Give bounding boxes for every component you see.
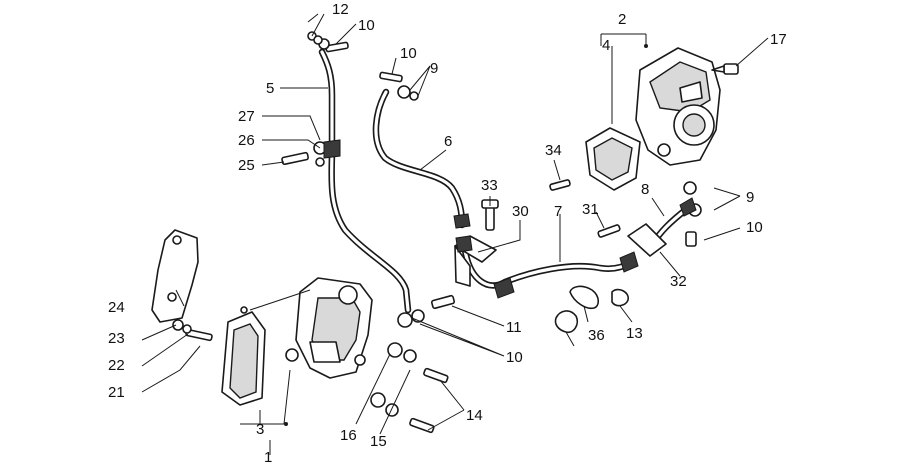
brake-pads-4 <box>585 127 641 191</box>
bolt-25 <box>281 151 309 166</box>
bolt-10-top <box>379 71 403 83</box>
callout-2: 2 <box>618 11 626 28</box>
callout-24: 24 <box>108 299 125 316</box>
callout-26: 26 <box>238 132 255 149</box>
callout-35: 36 <box>588 327 605 344</box>
callout-25: 25 <box>238 157 255 174</box>
bolt-34 <box>549 179 571 191</box>
clip-15 <box>611 288 629 307</box>
brake-hose-5 <box>318 48 412 314</box>
brake-hose-6 <box>372 88 466 229</box>
callout-33: 33 <box>481 177 498 194</box>
leader-lines <box>141 13 769 455</box>
callout-13: 11 <box>506 319 522 336</box>
bolt-31 <box>597 224 621 238</box>
callout-12: 10 <box>358 17 375 34</box>
callout-27: 27 <box>238 108 255 125</box>
callout-8: 8 <box>641 181 649 198</box>
callout-6: 6 <box>444 133 452 150</box>
brake-caliper-1 <box>285 277 373 379</box>
callout-19: 17 <box>770 31 787 48</box>
callout-17: 15 <box>370 433 387 450</box>
callout-9-top: 9 <box>430 60 438 77</box>
callout-30: 30 <box>512 203 529 220</box>
bolts-16 <box>409 367 449 434</box>
callout-1: 1 <box>264 449 272 464</box>
callout-15: 13 <box>626 325 643 342</box>
callout-4: 4 <box>602 37 610 54</box>
callout-10-right: 10 <box>746 219 763 236</box>
hose-fittings <box>323 139 697 299</box>
clip-36 <box>554 310 579 334</box>
bolt-10-right <box>685 231 697 247</box>
callout-7: 7 <box>554 203 562 220</box>
callout-14: 12 <box>332 1 349 18</box>
master-cylinder-2 <box>635 47 721 166</box>
callout-labels: 12 10 10 9 5 27 26 25 6 33 30 34 7 31 2 … <box>108 1 787 464</box>
callout-22: 22 <box>108 357 125 374</box>
callout-32: 32 <box>670 273 687 290</box>
caliper-bracket-24 <box>151 229 199 323</box>
callout-34: 34 <box>545 142 562 159</box>
hose-bracket-32 <box>627 223 667 257</box>
callout-5: 5 <box>266 80 274 97</box>
callout-11: 10 <box>506 349 523 366</box>
callout-9-right: 9 <box>746 189 754 206</box>
clip-35 <box>569 285 600 310</box>
callout-23: 23 <box>108 330 125 347</box>
brake-hose-7 <box>461 246 636 289</box>
callout-10-top: 10 <box>400 45 417 62</box>
callout-16: 14 <box>466 407 483 424</box>
callout-31: 31 <box>582 201 599 218</box>
brake-pads-3 <box>221 306 266 406</box>
bolt-13 <box>430 294 456 310</box>
bolt-19 <box>711 63 739 75</box>
callout-3: 3 <box>256 421 264 438</box>
callout-18: 16 <box>340 427 357 444</box>
callout-21: 21 <box>108 384 125 401</box>
